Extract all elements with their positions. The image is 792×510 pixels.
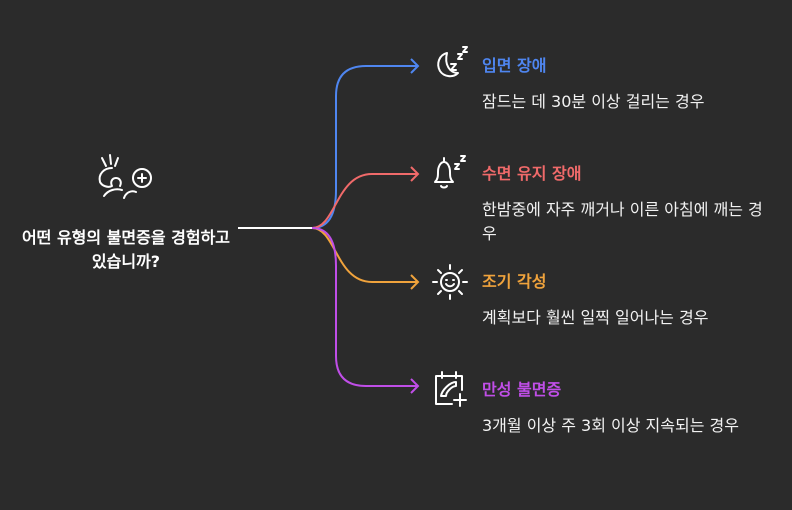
branch-title-4: 만성 불면증 xyxy=(482,380,562,399)
branch-connector-3 xyxy=(311,227,418,283)
branch-arrow-1 xyxy=(410,58,420,74)
branch-title-3: 조기 각성 xyxy=(482,272,547,291)
branch-description-1: 잠드는 데 30분 이상 걸리는 경우 xyxy=(482,92,705,111)
branch-description-4: 3개월 이상 주 3회 이상 지속되는 경우 xyxy=(482,416,739,435)
calendar-plus-icon xyxy=(435,371,467,407)
branch-title-1: 입면 장애 xyxy=(482,56,547,75)
branch-arrow-2 xyxy=(410,166,420,182)
branch-description-3: 계획보다 훨씬 일찍 일어나는 경우 xyxy=(482,308,709,327)
branch-description-2: 한밤중에 자주 깨거나 이른 아침에 깨는 경우 xyxy=(482,200,763,243)
branch-connector-2 xyxy=(311,173,418,229)
bell-sleep-icon xyxy=(434,155,466,189)
stressed-person-icon xyxy=(98,154,152,199)
branch-arrow-4 xyxy=(410,378,420,394)
moon-sleep-icon xyxy=(437,46,468,78)
central-question: 어떤 유형의 불면증을 경험하고 있습니까? xyxy=(21,228,231,271)
branch-arrow-3 xyxy=(410,274,420,290)
branch-connector-4 xyxy=(311,227,418,387)
sun-face-icon xyxy=(432,264,468,300)
branch-connector-1 xyxy=(311,65,418,229)
branch-title-2: 수면 유지 장애 xyxy=(482,164,582,183)
